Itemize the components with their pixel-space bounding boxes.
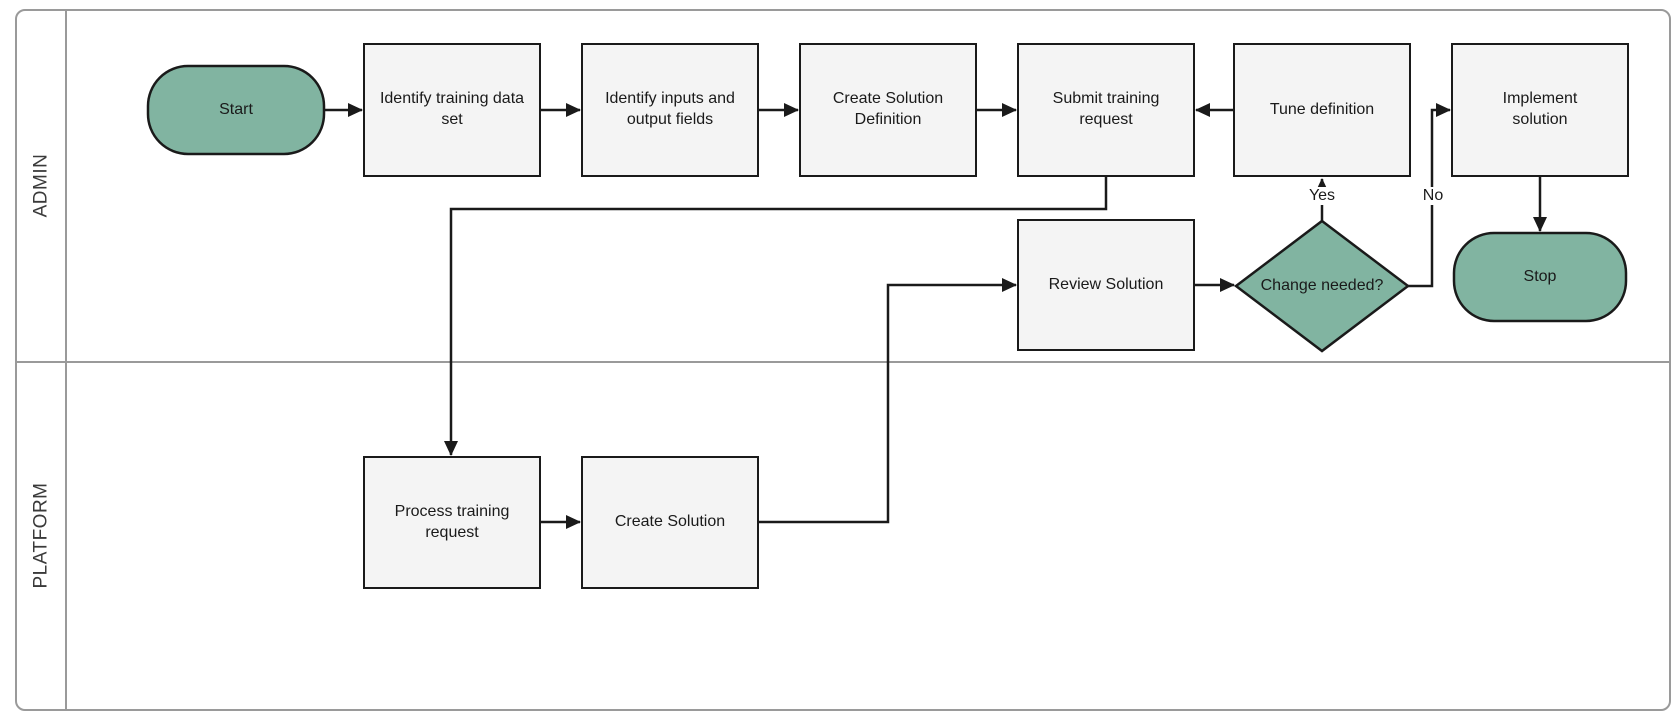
identify-training-data-box: [363, 43, 541, 177]
process-training-request-box: [363, 456, 541, 589]
tune-definition-box: [1233, 43, 1411, 177]
connector-submit-request-to-process-request: [444, 176, 1108, 456]
review-solution-box: [1017, 219, 1195, 351]
implement-solution-box: [1451, 43, 1629, 177]
identify-inputs-outputs-box: [581, 43, 759, 177]
start-terminator-shape: [146, 64, 326, 156]
change-needed-decision-diamond: [1233, 219, 1411, 353]
connector-create-solution-to-review-solution: [758, 278, 1017, 524]
stop-terminator-shape: [1452, 231, 1628, 323]
connector-group: [324, 103, 1547, 529]
submit-training-request-box: [1017, 43, 1195, 177]
create-solution-box: [581, 456, 759, 589]
create-solution-definition-box: [799, 43, 977, 177]
